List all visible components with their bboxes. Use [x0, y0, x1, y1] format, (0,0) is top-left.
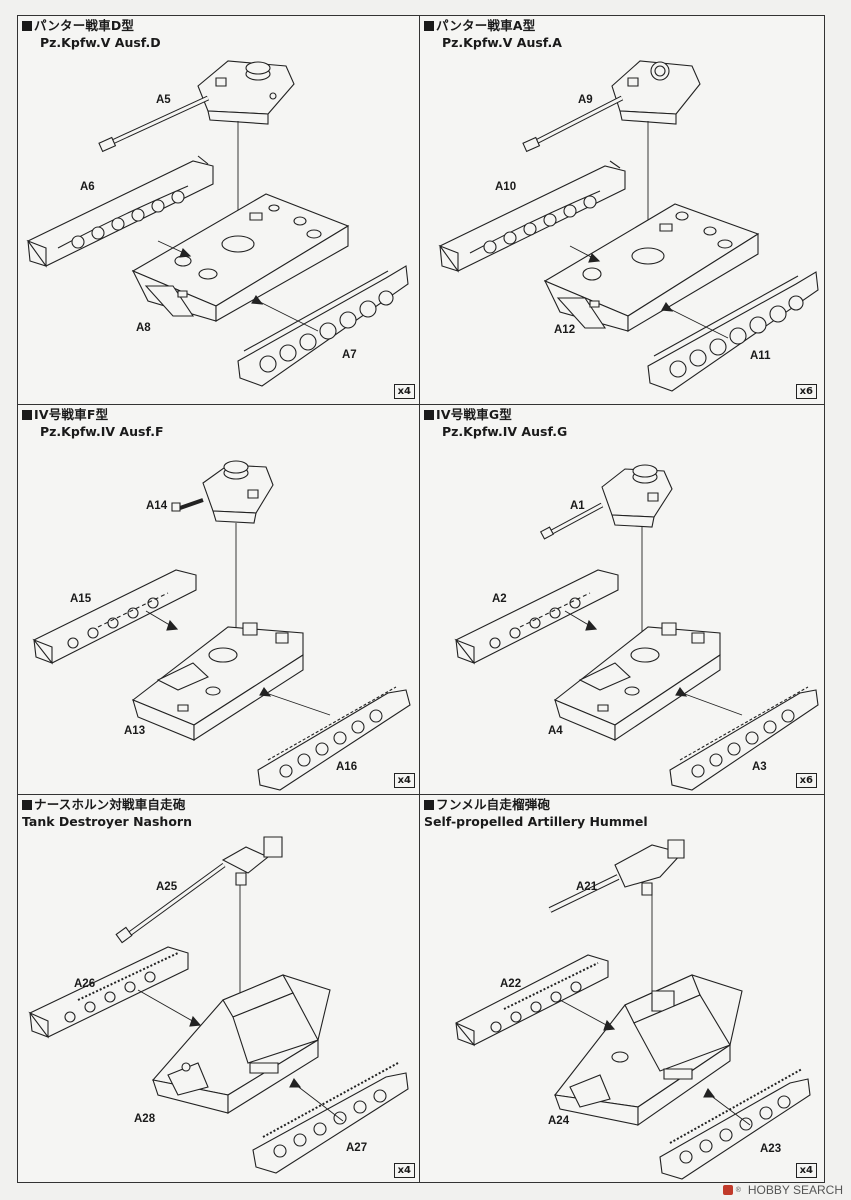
turret-label: A14: [146, 500, 168, 512]
hobby-search-watermark: ® HOBBY SEARCH: [722, 1183, 843, 1197]
gun-label: A21: [576, 881, 598, 893]
title-square-icon: [22, 21, 32, 31]
quantity-badge: x6: [795, 384, 817, 399]
title-square-icon: [424, 800, 434, 810]
row-divider-1: [18, 404, 824, 406]
panel-panther-a: パンター戦車A型 Pz.Kpfw.V Ausf.A: [420, 16, 823, 405]
turret-part: [172, 461, 273, 523]
panel-title: フンメル自走榴弾砲: [424, 797, 550, 813]
quantity-badge: x4: [393, 773, 415, 788]
track-left-part: [34, 570, 196, 663]
track-right-label: A3: [752, 761, 767, 773]
hull-part: [545, 204, 758, 331]
hull-part: [153, 975, 330, 1113]
track-left-label: A22: [500, 978, 522, 990]
quantity-badge: x4: [795, 1163, 817, 1178]
nashorn-exploded-diagram: [18, 795, 421, 1184]
track-left-part: [28, 156, 213, 266]
track-right-part: [258, 687, 410, 790]
registered-mark: ®: [735, 1186, 741, 1194]
title-square-icon: [424, 410, 434, 420]
panel-title: ナースホルン対戦車自走砲: [22, 797, 186, 813]
panel-subtitle: Pz.Kpfw.V Ausf.A: [442, 35, 562, 50]
track-right-part: [670, 687, 818, 790]
title-square-icon: [424, 21, 434, 31]
pz-iv-f-exploded-diagram: [18, 405, 421, 794]
panel-title: パンター戦車A型: [424, 18, 535, 34]
track-left-part: [456, 955, 608, 1045]
hull-part: [133, 623, 303, 740]
title-square-icon: [22, 410, 32, 420]
track-right-part: [648, 272, 818, 391]
track-left-label: A6: [80, 181, 95, 193]
panel-panther-d: パンター戦車D型 Pz.Kpfw.V Ausf.D: [18, 16, 421, 405]
panel-subtitle: Pz.Kpfw.IV Ausf.G: [442, 424, 568, 439]
watermark-text: HOBBY SEARCH: [747, 1183, 843, 1197]
turret-part: [523, 61, 700, 151]
track-left-part: [456, 570, 618, 663]
turret-part: [99, 61, 294, 151]
turret-label: A1: [570, 500, 585, 512]
hull-part: [555, 975, 742, 1125]
track-left-part: [440, 161, 625, 271]
track-left-label: A15: [70, 593, 92, 605]
hummel-exploded-diagram: [420, 795, 823, 1184]
track-left-label: A2: [492, 593, 507, 605]
panel-subtitle: Pz.Kpfw.IV Ausf.F: [40, 424, 164, 439]
column-divider: [419, 16, 421, 1182]
hull-label: A28: [134, 1113, 156, 1125]
hull-part: [133, 194, 348, 321]
track-right-label: A7: [342, 349, 357, 361]
panel-title: IV号戦車G型: [424, 407, 512, 423]
title-square-icon: [22, 800, 32, 810]
track-right-part: [238, 266, 408, 386]
panel-subtitle: Tank Destroyer Nashorn: [22, 814, 192, 829]
quantity-badge: x4: [393, 1163, 415, 1178]
track-right-label: A11: [750, 350, 771, 362]
panel-subtitle: Self-propelled Artillery Hummel: [424, 814, 648, 829]
hull-label: A8: [136, 322, 151, 334]
track-right-part: [660, 1069, 810, 1179]
turret-label: A9: [578, 94, 593, 106]
hull-label: A12: [554, 324, 576, 336]
panel-title: パンター戦車D型: [22, 18, 134, 34]
hobby-search-logo-icon: [722, 1185, 733, 1195]
track-left-label: A10: [495, 181, 517, 193]
track-left-label: A26: [74, 978, 96, 990]
turret-part: [541, 465, 672, 539]
row-divider-2: [18, 794, 824, 796]
hull-label: A24: [548, 1115, 570, 1127]
pz-iv-g-exploded-diagram: [420, 405, 823, 794]
panel-hummel: フンメル自走榴弾砲 Self-propelled Artillery Humme…: [420, 795, 823, 1184]
track-left-part: [30, 947, 188, 1037]
turret-label: A5: [156, 94, 171, 106]
track-right-label: A16: [336, 761, 358, 773]
panel-subtitle: Pz.Kpfw.V Ausf.D: [40, 35, 161, 50]
gun-label: A25: [156, 881, 178, 893]
panther-a-exploded-diagram: [420, 16, 823, 405]
gun-part: [550, 840, 684, 910]
panel-nashorn: ナースホルン対戦車自走砲 Tank Destroyer Nashorn: [18, 795, 421, 1184]
panel-pz-iv-g: IV号戦車G型 Pz.Kpfw.IV Ausf.G: [420, 405, 823, 794]
hull-label: A4: [548, 725, 563, 737]
panel-title: IV号戦車F型: [22, 407, 108, 423]
panel-pz-iv-f: IV号戦車F型 Pz.Kpfw.IV Ausf.F: [18, 405, 421, 794]
gun-part: [116, 837, 282, 943]
panther-d-exploded-diagram: [18, 16, 421, 405]
quantity-badge: x6: [795, 773, 817, 788]
instruction-sheet: パンター戦車D型 Pz.Kpfw.V Ausf.D: [17, 15, 825, 1183]
hull-part: [555, 623, 720, 740]
track-right-label: A23: [760, 1143, 782, 1155]
track-right-label: A27: [346, 1142, 368, 1154]
track-right-part: [253, 1063, 408, 1173]
quantity-badge: x4: [393, 384, 415, 399]
hull-label: A13: [124, 725, 146, 737]
